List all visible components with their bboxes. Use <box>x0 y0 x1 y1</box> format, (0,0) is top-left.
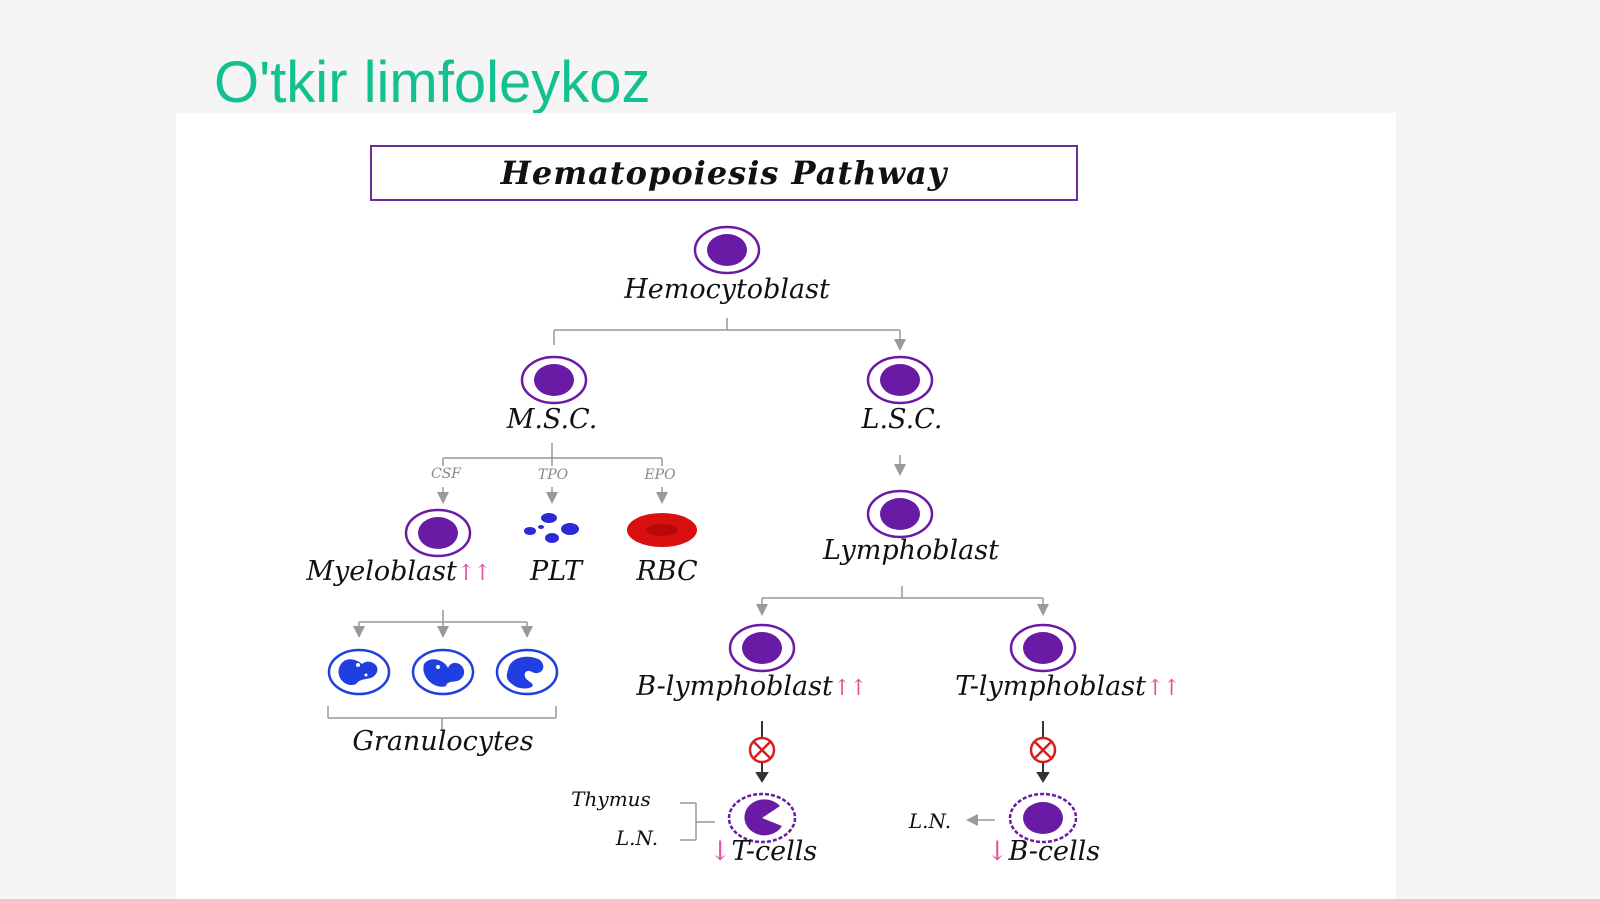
t-cells-text: T-cells <box>731 836 818 867</box>
msc-label: M.S.C. <box>506 404 598 435</box>
slide-title: O'tkir limfoleykoz <box>214 50 651 115</box>
connector-lines <box>327 318 1049 841</box>
hemocytoblast-cell-icon <box>693 225 761 275</box>
decrease-marker: ↓ <box>985 836 1009 867</box>
ln-label-left: L.N. <box>615 826 659 850</box>
plt-label: PLT <box>530 556 582 587</box>
lsc-cell-icon <box>866 355 934 405</box>
thymus-label: Thymus <box>571 787 651 811</box>
platelets-icon <box>524 513 579 543</box>
t-lymphoblast-text: T-lymphoblast <box>955 671 1146 702</box>
b-lymphoblast-cell-icon <box>728 623 796 673</box>
blocked-circle-x-icon <box>748 736 776 764</box>
t-cell-icon <box>727 792 797 844</box>
rbc-label: RBC <box>636 556 698 587</box>
ln-label-right: L.N. <box>908 809 952 833</box>
diagram-title: Hematopoiesis Pathway <box>370 145 1078 201</box>
myeloblast-text: Myeloblast <box>306 556 457 587</box>
granulocyte-cell-icon <box>411 648 475 696</box>
t-cells-label: ↓T-cells <box>709 836 818 867</box>
b-cells-label: ↓B-cells <box>986 836 1100 867</box>
lymphoblast-label: Lymphoblast <box>823 535 999 566</box>
tpo-label: TPO <box>537 467 569 483</box>
myeloblast-cell-icon <box>404 508 472 558</box>
myeloblast-label: Myeloblast↑↑ <box>306 556 492 587</box>
epo-label: EPO <box>644 467 676 483</box>
lymphoblast-cell-icon <box>866 489 934 539</box>
increase-marker: ↑↑ <box>832 676 868 701</box>
t-lymphoblast-cell-icon <box>1009 623 1077 673</box>
b-lymphoblast-label: B-lymphoblast↑↑ <box>636 671 868 702</box>
b-lymphoblast-text: B-lymphoblast <box>636 671 833 702</box>
diagram-panel <box>176 113 1396 899</box>
hemocytoblast-label: Hemocytoblast <box>624 274 830 305</box>
b-cells-text: B-cells <box>1008 836 1101 867</box>
granulocyte-cell-icon <box>327 648 391 696</box>
increase-marker: ↑↑ <box>456 561 492 586</box>
blocked-circle-x-icon <box>1029 736 1057 764</box>
increase-marker: ↑↑ <box>1145 676 1181 701</box>
decrease-marker: ↓ <box>708 836 732 867</box>
block-arrows <box>755 721 1050 783</box>
csf-label: CSF <box>430 466 462 482</box>
msc-cell-icon <box>520 355 588 405</box>
red-blood-cell-icon <box>627 513 697 547</box>
t-lymphoblast-label: T-lymphoblast↑↑ <box>955 671 1181 702</box>
granulocyte-cell-icon <box>495 648 559 696</box>
b-cell-icon <box>1008 792 1078 844</box>
lsc-label: L.S.C. <box>861 404 943 435</box>
granulocytes-label: Granulocytes <box>352 726 534 757</box>
